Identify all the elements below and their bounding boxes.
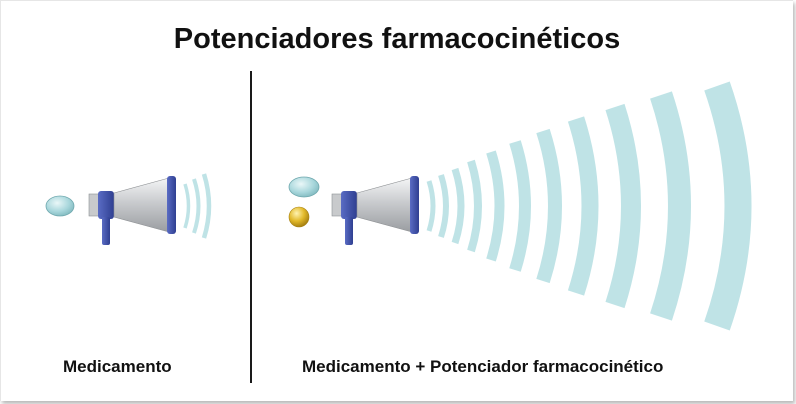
pill-icon [288, 176, 320, 198]
figure-title: Potenciadores farmacocinéticos [173, 23, 621, 55]
sound-waves-icon [426, 81, 752, 331]
panel-divider [250, 71, 252, 383]
right-panel [288, 81, 752, 331]
left-panel [45, 173, 212, 245]
sound-waves-icon [183, 173, 212, 239]
panel-label-drug: Medicamento [63, 357, 172, 376]
megaphone-icon [88, 176, 176, 245]
pill-icon [45, 195, 75, 217]
megaphone-icon [331, 176, 419, 245]
booster-pill-icon [288, 206, 310, 228]
panel-label-drug-booster: Medicamento + Potenciador farmacocinétic… [302, 357, 664, 376]
